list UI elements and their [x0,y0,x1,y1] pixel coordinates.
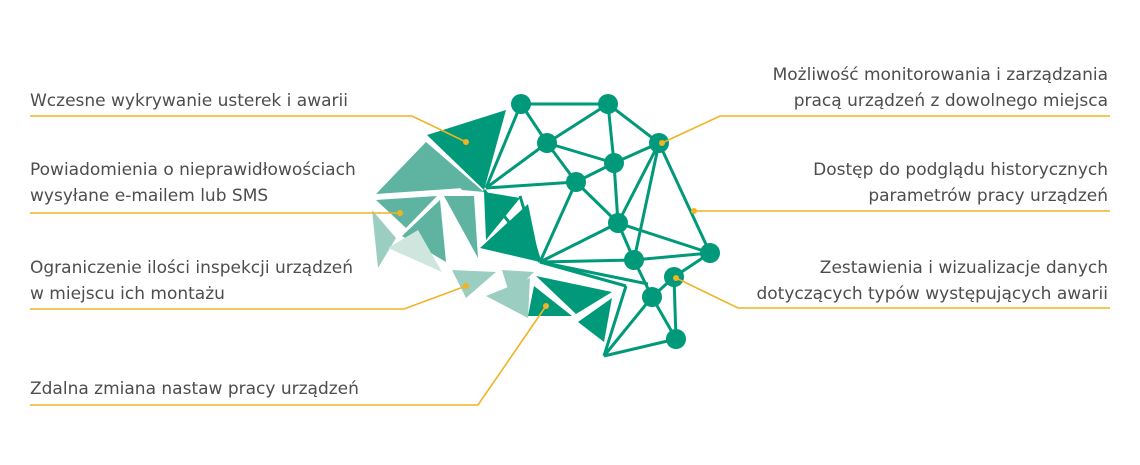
connector-dot [659,140,665,146]
connector-dot [463,139,469,145]
connector-dot [463,283,469,289]
network-node [608,213,628,233]
connector-line [30,115,467,143]
facet-shape [578,298,612,342]
feature-line: Dostęp do podglądu historycznych [813,160,1108,180]
connector-endpoints [397,139,697,309]
feature-line: pracą urządzeń z dowolnego miejsca [793,91,1108,111]
network-node [604,153,624,173]
feature-line: wysyłane e-mailem lub SMS [30,186,269,206]
facet-shape [480,204,540,262]
connector-dot [543,303,549,309]
connectors [30,115,1110,406]
facet-shape [402,200,446,262]
feature-notifications: Powiadomienia o nieprawidłowościach wysy… [30,157,356,209]
connector-line [30,285,467,310]
feature-history: Dostęp do podglądu historycznych paramet… [813,157,1108,209]
feature-line: Możliwość monitorowania i zarządzania [772,65,1108,85]
feature-line: w miejscu ich montażu [30,284,225,304]
facet-shape [536,276,612,314]
facet-shape [427,110,506,190]
network-node [624,250,644,270]
facet-shape [376,142,464,194]
facet-shape [426,142,484,192]
network-node [598,94,618,114]
network-node [566,172,586,192]
network-node [511,94,531,114]
feature-line: dotyczących typów występujących awarii [756,284,1108,304]
facet-shape [528,286,572,316]
faceted-shapes [372,110,612,342]
facet-shape [388,230,442,272]
feature-fewer-inspections: Ograniczenie ilości inspekcji urządzeń w… [30,255,353,307]
facet-shape [486,278,530,318]
feature-line: Ograniczenie ilości inspekcji urządzeń [30,258,354,278]
feature-line: Zdalna zmiana nastaw pracy urządzeń [30,379,359,399]
facet-shape [452,270,496,298]
connector-line [661,115,1110,144]
feature-remote-monitoring: Możliwość monitorowania i zarządzania pr… [773,62,1108,114]
feature-line: Wczesne wykrywanie usterek i awarii [30,91,348,111]
network-node [666,329,686,349]
facet-shape [444,196,478,258]
connector-dot [673,275,679,281]
feature-failure-reports: Zestawienia i wizualizacje danych dotycz… [756,255,1108,307]
connector-dot [691,208,697,214]
feature-early-detection: Wczesne wykrywanie usterek i awarii [30,88,348,114]
network-node [642,287,662,307]
connector-dot [397,210,403,216]
facet-shape [372,210,396,268]
feature-line: Powiadomienia o nieprawidłowościach [30,160,356,180]
feature-line: parametrów pracy urządzeń [868,186,1108,206]
feature-remote-settings: Zdalna zmiana nastaw pracy urządzeń [30,376,359,402]
network-node [700,243,720,263]
connector-line [675,277,1110,309]
facet-shape [376,196,437,228]
connector-line [30,305,547,406]
feature-line: Zestawienia i wizualizacje danych [819,258,1108,278]
network-node [537,133,557,153]
